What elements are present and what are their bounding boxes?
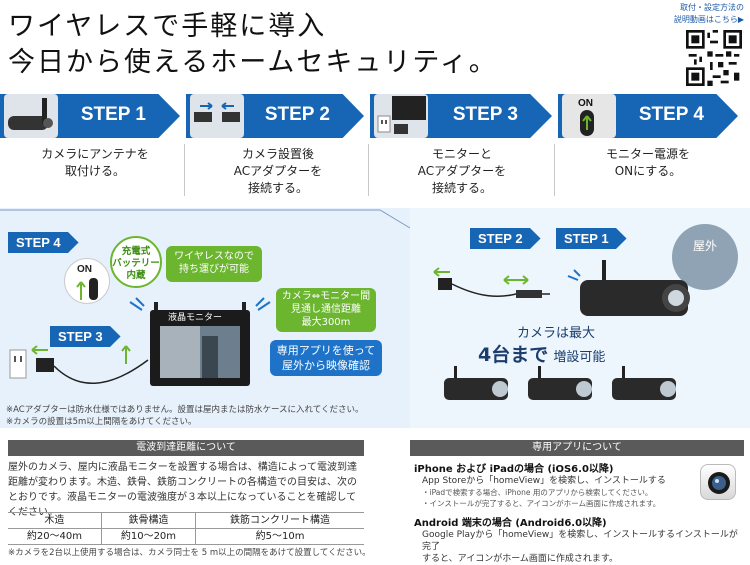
camera-max-block: 4台まで 増設可能	[478, 340, 605, 367]
step-2-label: STEP 2	[264, 104, 330, 125]
monitor-icon	[374, 94, 428, 138]
steps-band: STEP 1 STEP 2 STEP 3 ON STEP 4	[0, 94, 750, 138]
ios-note: ・インストールが完了すると、アイコンがホーム画面に作成されます。	[422, 499, 661, 508]
range-col-header: 鉄骨構造	[100, 512, 196, 529]
ios-block: iPhone および iPadの場合 (iOS6.0以降) App Storeか…	[414, 460, 694, 509]
desc-line: ONにする。	[614, 164, 682, 178]
qr-code-icon[interactable]	[686, 30, 742, 86]
desc-line: ACアダプターを	[233, 164, 323, 178]
step-4-tag: STEP 4	[8, 232, 79, 253]
step-1-label: STEP 1	[80, 104, 146, 125]
android-block: Android 端末の場合 (Android6.0以降) Google Play…	[414, 514, 744, 565]
range-value: 約5〜10m	[195, 528, 364, 545]
ios-line: App Storeから「homeView」を検索し、インストールする	[422, 476, 666, 486]
wireless-bubble: ワイヤレスなので 持ち運びが可能	[166, 246, 262, 282]
desc-line: モニターと	[431, 147, 492, 161]
divider	[554, 144, 555, 196]
range-section-body: 屋外のカメラ、屋内に液晶モニターを設置する場合は、構造によって電波到達距離が変わ…	[8, 462, 357, 518]
battery-line: バッテリー	[112, 258, 160, 269]
outdoor-badge: 屋外	[672, 224, 738, 290]
ios-note: ・iPadで検索する場合、iPhone 用のアプリから検索してください。	[422, 488, 653, 497]
app-line: 屋外から映像確認	[282, 359, 370, 372]
qr-label-line2[interactable]: 説明動画はこちら▶	[673, 15, 744, 24]
homeview-app-icon	[700, 464, 736, 500]
outdoor-label: 屋外	[692, 239, 717, 253]
range-line: 最大300m	[301, 317, 351, 328]
range-value: 約20〜40m	[8, 528, 102, 545]
range-bubble: カメラ⇔モニター間 見通し通信距離 最大300m	[276, 288, 376, 332]
step-3-tag: STEP 3	[50, 326, 121, 347]
range-col-header: 鉄筋コンクリート構造	[195, 512, 364, 529]
range-line: カメラ⇔モニター間	[281, 291, 371, 302]
battery-line: 内蔵	[126, 270, 146, 281]
step-2: STEP 2	[186, 94, 364, 138]
step-3-description: モニターと ACアダプターを 接続する。	[372, 146, 552, 197]
qr-label-line1: 取付・設定方法の	[680, 3, 744, 12]
plug-icon	[190, 94, 244, 138]
desc-line: 接続する。	[431, 181, 492, 195]
step-4: ON STEP 4	[558, 94, 738, 138]
battery-line: 充電式	[121, 246, 151, 257]
camera-max-big: 4台まで	[478, 344, 549, 366]
desc-line: カメラ設置後	[241, 147, 314, 161]
camera-max-suffix: 増設可能	[553, 350, 606, 365]
power-switch-icon: ON	[64, 258, 110, 304]
wireless-line: ワイヤレスなので	[174, 251, 254, 262]
range-footnote: ※カメラを2台以上使用する場合は、カメラ同士を 5 m以上の間隔をあけて設置して…	[8, 548, 371, 558]
desc-line: カメラにアンテナを	[41, 147, 149, 161]
range-table: 木造 鉄骨構造 鉄筋コンクリート構造 約20〜40m 約10〜20m 約5〜10…	[8, 512, 364, 545]
app-bubble: 専用アプリを使って 屋外から映像確認	[270, 340, 382, 376]
svg-text:ON: ON	[578, 98, 593, 109]
step-4-label: STEP 4	[638, 104, 704, 125]
note-line: ※ACアダプターは防水仕様ではありません。設置は屋内または防水ケースに入れてくだ…	[6, 405, 364, 415]
wireless-line: 持ち運びが可能	[179, 264, 249, 275]
divider	[184, 144, 185, 196]
desc-line: 接続する。	[247, 181, 308, 195]
step-2-tag: STEP 2	[470, 228, 541, 249]
desc-line: 取付ける。	[64, 164, 125, 178]
headline-line1: ワイヤレスで手軽に導入	[8, 11, 327, 42]
step-3-label: STEP 3	[452, 104, 518, 125]
app-line: 専用アプリを使って	[276, 344, 376, 357]
camera-cable-icon	[433, 260, 690, 316]
desc-line: ACアダプターを	[417, 164, 507, 178]
android-line: すると、アイコンがホーム画面に作成されます。	[422, 554, 619, 564]
step-1: STEP 1	[0, 94, 180, 138]
on-label: ON	[77, 264, 92, 275]
app-section-title: 専用アプリについて	[410, 440, 744, 456]
antenna-icon	[4, 94, 58, 138]
divider	[368, 144, 369, 196]
step-3: STEP 3	[370, 94, 552, 138]
desc-line: モニター電源を	[605, 147, 690, 161]
step-2-description: カメラ設置後 ACアダプターを 接続する。	[190, 146, 366, 197]
range-col-header: 木造	[8, 512, 102, 529]
android-line: Google Playから「homeView」を検索し、インストールするインスト…	[422, 530, 738, 552]
ios-heading: iPhone および iPadの場合 (iOS6.0以降)	[414, 464, 614, 475]
qr-label: 取付・設定方法の 説明動画はこちら▶	[674, 2, 744, 26]
step-1-description: カメラにアンテナを 取付ける。	[10, 146, 180, 180]
headline-line2: 今日から使えるホームセキュリティ。	[8, 47, 498, 78]
house-roof	[0, 209, 411, 229]
camera-max-line1: カメラは最大	[516, 326, 595, 341]
note-line: ※カメラの設置は5m以上間隔をあけてください。	[6, 417, 197, 427]
lcd-monitor-icon	[129, 297, 271, 386]
range-line: 見通し通信距離	[291, 304, 361, 315]
step-1-tag: STEP 1	[556, 228, 627, 249]
range-section-title: 電波到達距離について	[8, 440, 364, 456]
extra-cameras-icon	[444, 366, 676, 400]
step-4-description: モニター電源を ONにする。	[558, 146, 738, 180]
power-switch-icon: ON	[562, 94, 616, 138]
indoor-notes: ※ACアダプターは防水仕様ではありません。設置は屋内または防水ケースに入れてくだ…	[6, 404, 364, 428]
android-heading: Android 端末の場合 (Android6.0以降)	[414, 518, 607, 529]
range-value: 約10〜20m	[100, 528, 196, 545]
monitor-label: 液晶モニター	[168, 313, 223, 323]
outlet-cable-icon	[9, 345, 149, 385]
battery-badge: 充電式 バッテリー 内蔵	[110, 236, 162, 288]
